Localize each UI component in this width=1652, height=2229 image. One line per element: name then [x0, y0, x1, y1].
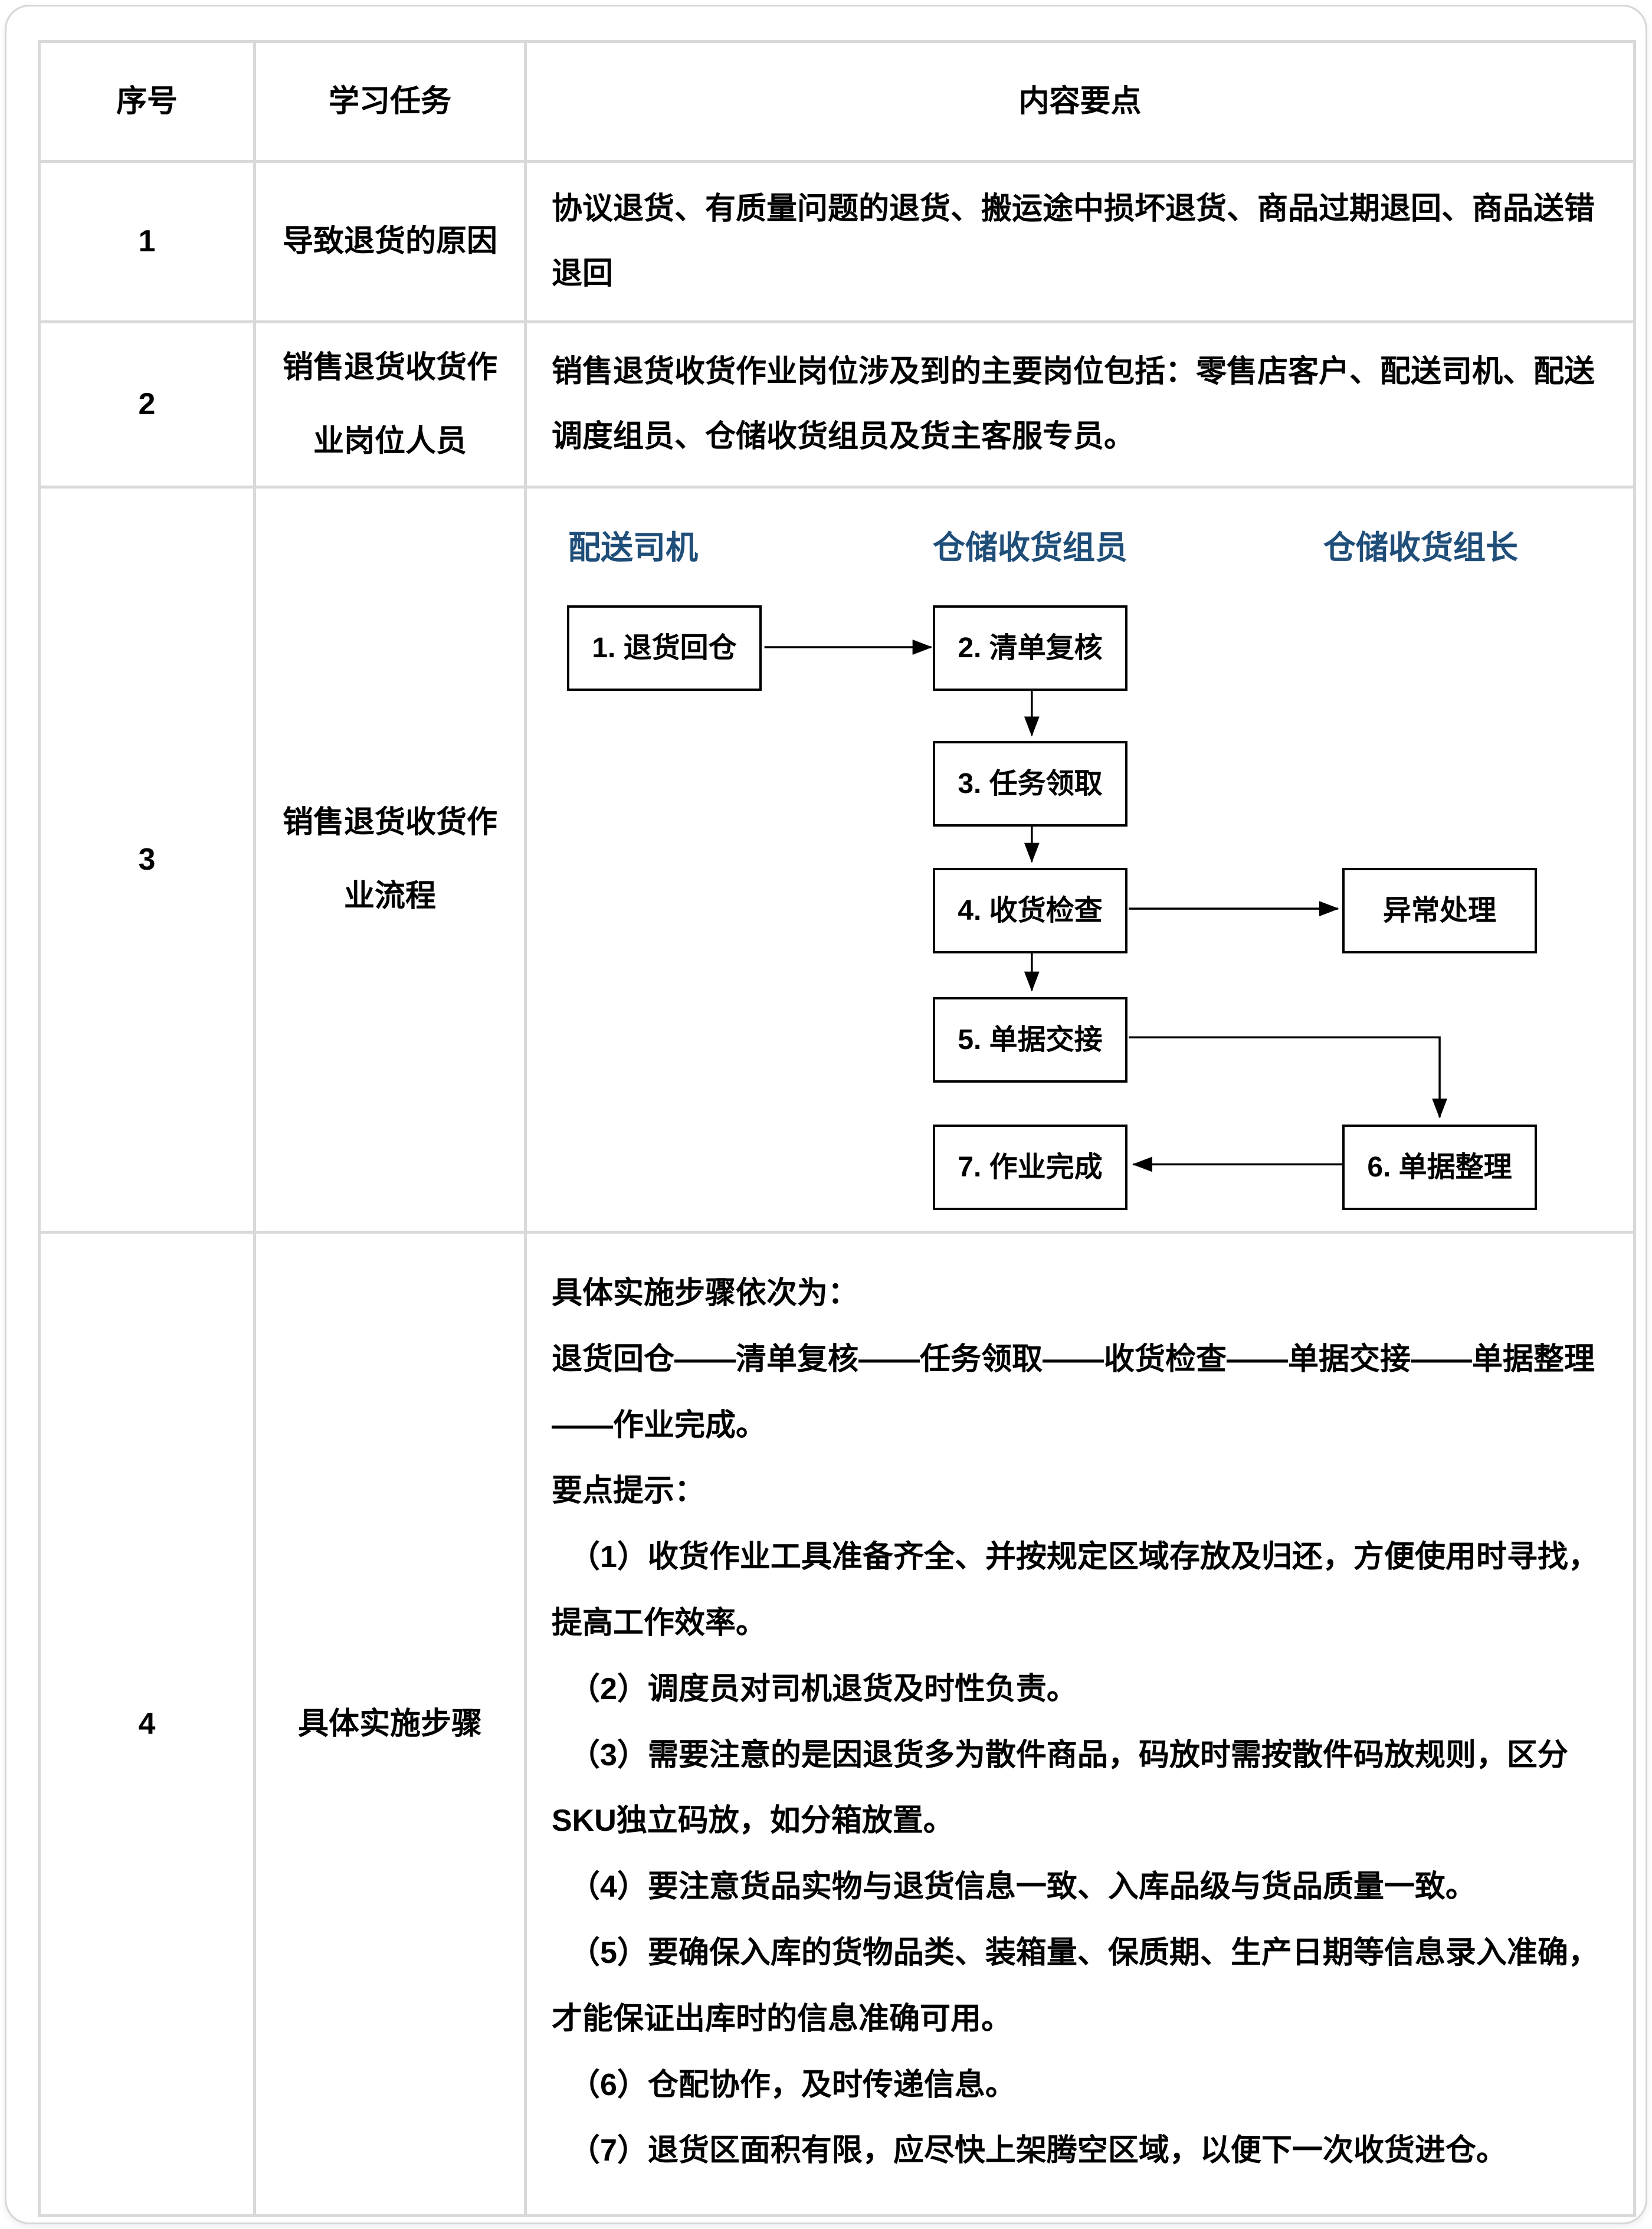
row4-task: 具体实施步骤 [256, 1234, 527, 2214]
learning-task-table: 序号 学习任务 内容要点 1 导致退货的原因 协议退货、有质量问题的退货、搬运途… [38, 40, 1636, 2217]
flow-node-4-receiving-check: 4. 收货检查 [933, 868, 1127, 953]
flow-node-2-list-recheck: 2. 清单复核 [933, 605, 1127, 691]
lane-header-delivery-driver: 配送司机 [568, 529, 699, 566]
column-header-task: 学习任务 [256, 43, 527, 163]
row4-paragraph: （7）退货区面积有限，应尽快上架腾空区域，以便下一次收货进仓。 [569, 2133, 1507, 2168]
row4-content: 具体实施步骤依次为： 退货回仓——清单复核——任务领取——收货检查——单据交接—… [527, 1234, 1633, 2214]
flow-node-5-document-handover: 5. 单据交接 [933, 997, 1127, 1083]
row2-seq: 2 [41, 323, 256, 489]
row2-content: 销售退货收货作业岗位涉及到的主要岗位包括：零售店客户、配送司机、配送调度组员、仓… [527, 323, 1633, 489]
row4-paragraph: 具体实施步骤依次为： [552, 1276, 859, 1310]
row4-paragraph: （3）需要注意的是因退货多为散件商品，码放时需按散件码放规则，区分SKU独立码放… [552, 1738, 1568, 1838]
row1-task: 导致退货的原因 [256, 163, 527, 323]
flow-node-1-return-to-warehouse: 1. 退货回仓 [567, 605, 762, 691]
row3-task: 销售退货收货作业流程 [256, 489, 527, 1234]
row4-paragraph: （5）要确保入库的货物品类、装箱量、保质期、生产日期等信息录入准确，才能保证出库… [552, 1935, 1599, 2036]
row4-paragraph: 退货回仓——清单复核——任务领取——收货检查——单据交接——单据整理——作业完成… [552, 1342, 1595, 1443]
flow-node-6-document-sorting: 6. 单据整理 [1342, 1125, 1537, 1210]
table-card: 序号 学习任务 内容要点 1 导致退货的原因 协议退货、有质量问题的退货、搬运途… [5, 5, 1647, 2224]
row4-paragraph: （2）调度员对司机退货及时性负责。 [569, 1671, 1077, 1706]
flow-arrows [764, 639, 1448, 1172]
row1-content: 协议退货、有质量问题的退货、搬运途中损坏退货、商品过期退回、商品送错退回 [527, 163, 1633, 323]
arrow-5-to-6 [1129, 1036, 1448, 1119]
flow-node-7-job-complete: 7. 作业完成 [933, 1125, 1127, 1210]
column-header-content: 内容要点 [527, 43, 1633, 163]
row3-flowchart: 配送司机 仓储收货组员 仓储收货组长 1. 退货回仓 2. 清单复核 3. 任务… [527, 489, 1633, 1234]
column-header-seq: 序号 [41, 43, 256, 163]
row2-task: 销售退货收货作业岗位人员 [256, 323, 527, 489]
lane-header-warehouse-receiver: 仓储收货组员 [932, 529, 1128, 566]
row4-seq: 4 [41, 1234, 256, 2214]
row4-paragraph: （4）要注意货品实物与退货信息一致、入库品级与货品质量一致。 [569, 1870, 1476, 1905]
row4-paragraph: （6）仓配协作，及时传递信息。 [569, 2067, 1016, 2102]
flow-node-3-task-claim: 3. 任务领取 [933, 741, 1127, 827]
flow-node-exception-handling: 异常处理 [1342, 868, 1537, 953]
row4-paragraph: 要点提示： [552, 1474, 706, 1509]
lane-header-receiving-leader: 仓储收货组长 [1323, 529, 1519, 566]
row1-seq: 1 [41, 163, 256, 323]
row3-seq: 3 [41, 489, 256, 1234]
row4-paragraph: （1）收货作业工具准备齐全、并按规定区域存放及归还，方便使用时寻找，提高工作效率… [552, 1540, 1599, 1640]
